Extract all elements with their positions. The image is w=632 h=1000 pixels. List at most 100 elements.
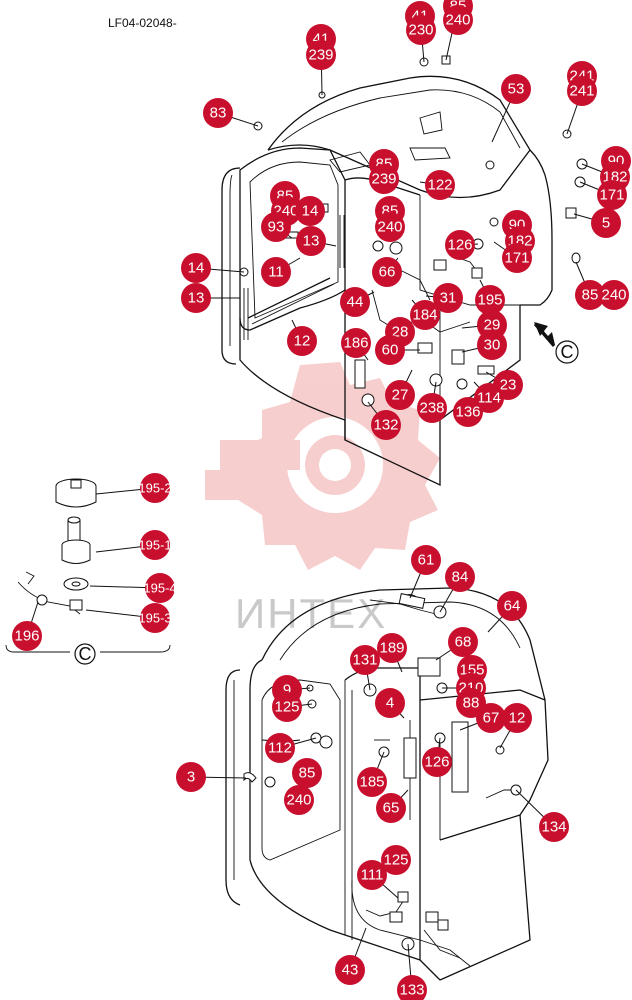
- callout-134: 134: [539, 812, 569, 842]
- callout-195-1: 195-1: [138, 530, 172, 560]
- callout-label-125: 125: [383, 852, 408, 869]
- callout-240: 240: [599, 280, 629, 310]
- callout-12: 12: [502, 703, 532, 733]
- callout-label-31: 31: [440, 290, 457, 307]
- callout-bubble-125: [272, 692, 302, 722]
- callout-64: 64: [497, 591, 527, 621]
- callout-bubble-126: [445, 230, 475, 260]
- callout-bubble-134: [539, 812, 569, 842]
- callout-label-133: 133: [399, 982, 424, 999]
- callout-bubble-195-3: [140, 603, 170, 633]
- callout-label-30: 30: [484, 337, 501, 354]
- callout-12: 12: [287, 326, 317, 356]
- callout-31: 31: [433, 283, 463, 313]
- callout-84: 84: [445, 562, 475, 592]
- callout-27: 27: [385, 380, 415, 410]
- callout-bubble-12: [502, 703, 532, 733]
- callout-label-132: 132: [373, 417, 398, 434]
- callout-bubble-126: [422, 747, 452, 777]
- callout-195-2: 195-2: [138, 473, 172, 503]
- callout-195-4: 195-4: [143, 573, 177, 603]
- callout-125: 125: [272, 692, 302, 722]
- callout-label-27: 27: [392, 387, 409, 404]
- callout-bubble-5: [591, 208, 621, 238]
- callout-bubble-67: [476, 703, 506, 733]
- callout-label-189: 189: [379, 640, 404, 657]
- callout-240: 240: [375, 212, 405, 242]
- upper-cab-outline: [221, 55, 588, 487]
- callout-label-241: 241: [569, 83, 594, 100]
- callout-label-11: 11: [268, 264, 284, 281]
- callout-label-65: 65: [383, 800, 400, 817]
- callout-label-14: 14: [302, 203, 319, 220]
- callout-bubble-133: [397, 975, 427, 1000]
- callout-label-114: 114: [477, 390, 501, 407]
- callout-53: 53: [501, 74, 531, 104]
- callout-bubble-43: [335, 955, 365, 985]
- callout-bubble-11: [261, 257, 291, 287]
- callout-label-4: 4: [386, 695, 394, 712]
- callout-label-126: 126: [447, 237, 472, 254]
- callout-11: 11: [261, 257, 291, 287]
- callout-bubble-195-1: [140, 530, 170, 560]
- callout-111: 111: [357, 860, 387, 890]
- callout-bubble-185: [357, 767, 387, 797]
- callout-label-66: 66: [379, 264, 396, 281]
- callout-13: 13: [181, 283, 211, 313]
- callout-bubble-195: [475, 285, 505, 315]
- callout-label-122: 122: [427, 177, 452, 194]
- callout-label-53: 53: [508, 81, 525, 98]
- callout-bubble-12: [287, 326, 317, 356]
- callout-bubble-241: [567, 76, 597, 106]
- callout-label-195-3: 195-3: [138, 611, 171, 626]
- callout-label-14: 14: [188, 260, 205, 277]
- callout-61: 61: [411, 545, 441, 575]
- callout-label-29: 29: [484, 317, 501, 334]
- callout-bubble-111: [357, 860, 387, 890]
- callout-bubble-125: [381, 845, 411, 875]
- callout-label-85: 85: [299, 765, 316, 782]
- callout-132: 132: [371, 410, 401, 440]
- callout-bubble-53: [501, 74, 531, 104]
- callout-14: 14: [181, 253, 211, 283]
- callout-layer: 4185230240412392412415383901821715852391…: [12, 0, 631, 1000]
- callout-65: 65: [376, 793, 406, 823]
- callout-240: 240: [284, 785, 314, 815]
- callout-label-184: 184: [412, 307, 437, 324]
- callout-label-83: 83: [210, 105, 227, 122]
- callout-label-23: 23: [500, 377, 517, 394]
- callout-label-111: 111: [361, 867, 384, 884]
- callout-bubble-122: [425, 170, 455, 200]
- drawing-code: LF04-02048-: [108, 16, 177, 30]
- callout-239: 239: [306, 40, 336, 70]
- callout-label-195-4: 195-4: [143, 581, 176, 596]
- view-c-arrow-icon: [533, 322, 556, 347]
- callout-bubble-13: [296, 226, 326, 256]
- callout-label-13: 13: [303, 233, 320, 250]
- callout-bubble-65: [376, 793, 406, 823]
- callout-bubble-44: [340, 287, 370, 317]
- callout-bubble-13: [181, 283, 211, 313]
- callout-label-196: 196: [14, 628, 39, 645]
- callout-bubble-240: [284, 785, 314, 815]
- callout-bubble-30: [477, 330, 507, 360]
- callout-bubble-196: [12, 621, 42, 651]
- callout-label-240: 240: [286, 792, 311, 809]
- callout-bubble-4: [375, 688, 405, 718]
- callout-3: 3: [176, 762, 206, 792]
- callout-label-3: 3: [187, 769, 195, 786]
- callout-195: 195: [475, 285, 505, 315]
- callout-241: 241: [567, 76, 597, 106]
- callout-bubble-27: [385, 380, 415, 410]
- callout-186: 186: [341, 328, 371, 358]
- callout-label-131: 131: [352, 652, 377, 669]
- callout-bubble-83: [203, 98, 233, 128]
- callout-label-12: 12: [509, 710, 526, 727]
- callout-bubble-136: [453, 397, 483, 427]
- callout-184: 184: [410, 300, 440, 330]
- callout-bubble-195-4: [145, 573, 175, 603]
- callout-label-13: 13: [188, 290, 205, 307]
- callout-bubble-189: [377, 633, 407, 663]
- callout-133: 133: [397, 975, 427, 1000]
